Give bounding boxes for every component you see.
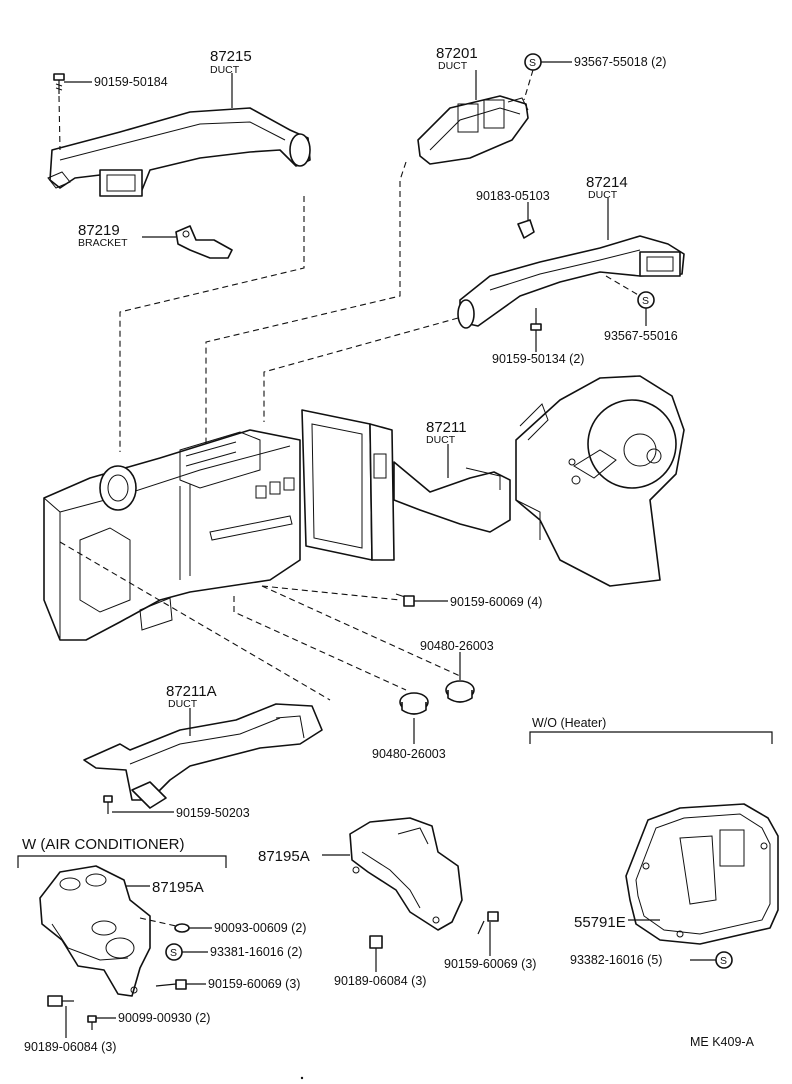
duct-87201 xyxy=(417,95,529,165)
label-87211: 87211 xyxy=(426,419,467,436)
duct-87214 xyxy=(457,235,685,329)
washer-icon xyxy=(174,923,190,933)
duct-87215 xyxy=(47,107,311,197)
screw-icon xyxy=(155,979,187,990)
s-symbol: S xyxy=(529,57,536,69)
s-symbol: S xyxy=(720,955,727,967)
label-87214: 87214 xyxy=(586,174,628,191)
bolt-icon xyxy=(369,935,383,960)
label-87211A-duct: DUCT xyxy=(168,698,198,710)
label-90159-50203: 90159-50203 xyxy=(176,806,250,820)
label-90099-00930: 90099-00930 (2) xyxy=(118,1011,210,1025)
bracket-87195A-ac xyxy=(39,865,151,997)
label-90159-50184: 90159-50184 xyxy=(94,75,168,89)
bolt-icon xyxy=(47,995,74,1007)
screw-icon xyxy=(87,1015,97,1030)
label-93381-16016: 93381-16016 (2) xyxy=(210,945,302,959)
label-90480-26003-b: 90480-26003 xyxy=(372,747,446,761)
label-87201-duct: DUCT xyxy=(438,60,468,72)
duct-87211A xyxy=(83,703,323,809)
label-90159-60069-4: 90159-60069 (4) xyxy=(450,595,542,609)
s-symbol: S xyxy=(642,295,649,307)
label-90183-05103: 90183-05103 xyxy=(476,189,550,203)
label-93382-16016: 93382-16016 (5) xyxy=(570,953,662,967)
screw-icon xyxy=(477,911,499,935)
s-symbol: S xyxy=(170,947,177,959)
cover-55791E xyxy=(625,803,779,945)
label-87215: 87215 xyxy=(210,48,252,65)
label-90093-00609: 90093-00609 (2) xyxy=(214,921,306,935)
heater-unit-assembly xyxy=(43,375,685,641)
nut-clip-icon xyxy=(517,219,535,239)
label-87201: 87201 xyxy=(436,45,478,62)
footer-code: ME K409-A xyxy=(690,1035,755,1049)
bracket-87219 xyxy=(175,225,233,259)
label-90159-60069-3b: 90159-60069 (3) xyxy=(444,957,536,971)
label-87195A-mid: 87195A xyxy=(258,848,310,865)
label-87211-duct: DUCT xyxy=(426,434,456,446)
label-87219-bracket: BRACKET xyxy=(78,237,128,249)
label-wo-heater: W/O (Heater) xyxy=(532,716,606,730)
label-87219: 87219 xyxy=(78,222,120,239)
scan-dot xyxy=(300,1076,304,1080)
label-87195A-left: 87195A xyxy=(152,879,204,896)
grommet-icon xyxy=(399,692,429,715)
label-93567-55018: 93567-55018 (2) xyxy=(574,55,666,69)
label-87211A: 87211A xyxy=(166,683,217,700)
screw-icon xyxy=(530,308,542,331)
screw-icon xyxy=(103,795,113,814)
label-w-air-conditioner: W (AIR CONDITIONER) xyxy=(22,836,185,853)
grommet-icon xyxy=(445,680,475,703)
screw-icon xyxy=(53,73,65,94)
label-55791E: 55791E xyxy=(574,914,626,931)
label-90159-50134: 90159-50134 (2) xyxy=(492,352,584,366)
label-90480-26003-a: 90480-26003 xyxy=(420,639,494,653)
label-90189-06084-b: 90189-06084 (3) xyxy=(334,974,426,988)
label-90189-06084-a: 90189-06084 (3) xyxy=(24,1040,116,1054)
label-87214-duct: DUCT xyxy=(588,189,618,201)
label-90159-60069-3a: 90159-60069 (3) xyxy=(208,977,300,991)
bracket-87195A xyxy=(349,817,463,931)
screw-icon xyxy=(395,593,415,607)
label-87215-duct: DUCT xyxy=(210,64,240,76)
label-93567-55016: 93567-55016 xyxy=(604,329,678,343)
